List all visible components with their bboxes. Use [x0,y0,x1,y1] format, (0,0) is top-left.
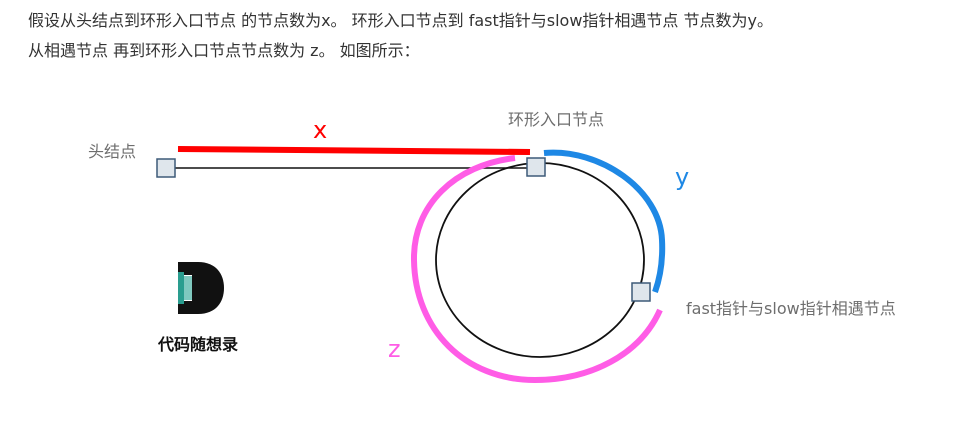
intro-line-1: 假设从头结点到环形入口节点 的节点数为x。 环形入口节点到 fast指针与slo… [28,11,773,30]
meeting-node-label: fast指针与slow指针相遇节点 [686,299,896,318]
z-segment [410,155,663,384]
meeting-node [631,282,651,302]
y-segment [543,149,666,294]
z-variable-label: z [388,335,401,363]
logo-text: 代码随想录 [157,335,238,354]
x-segment [177,146,531,155]
entrance-node [526,157,546,177]
entrance-node-label: 环形入口节点 [508,110,604,129]
intro-line-2: 从相遇节点 再到环形入口节点节点数为 z。 如图所示： [28,41,420,60]
cycle-ring [435,162,645,358]
intro-paragraph: 假设从头结点到环形入口节点 的节点数为x。 环形入口节点到 fast指针与slo… [28,6,958,66]
x-variable-label: x [313,116,327,144]
head-node-label: 头结点 [88,142,136,161]
logo-icon [178,262,224,314]
y-variable-label: y [675,163,689,191]
head-node [156,158,176,178]
